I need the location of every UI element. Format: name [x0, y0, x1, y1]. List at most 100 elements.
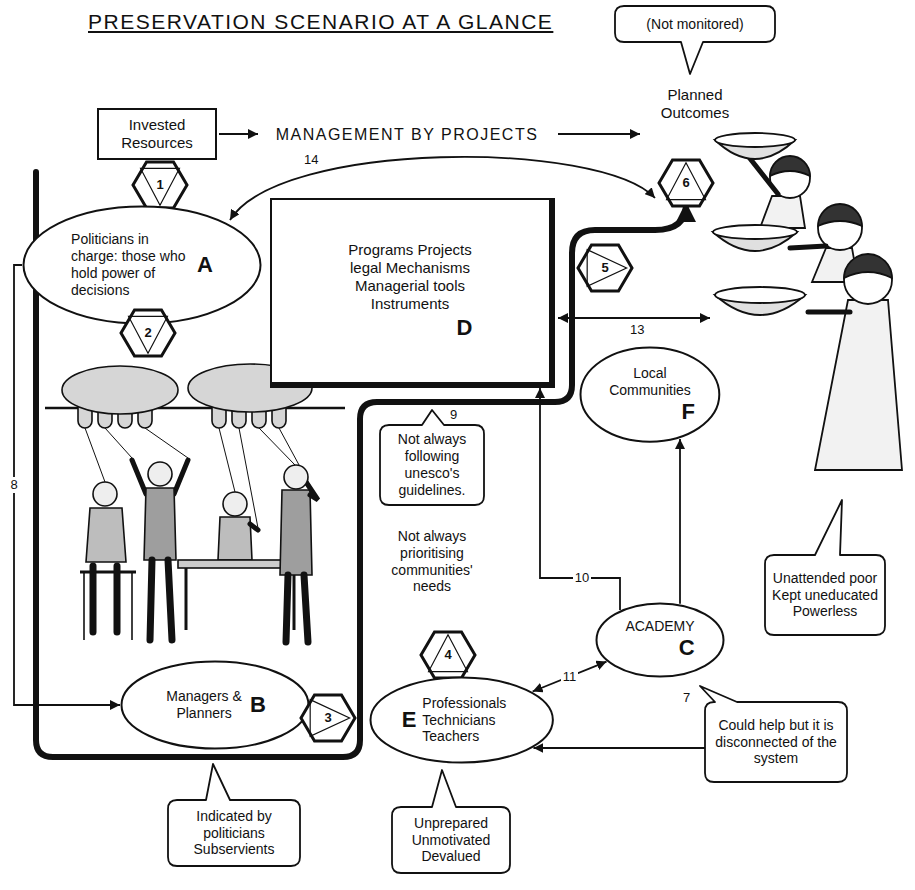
process-path [36, 172, 686, 757]
node-content: (Not monitored) [625, 16, 765, 33]
flow-label: MANAGEMENT BY PROJECTS [262, 125, 552, 144]
node-content: Not always following unesco's guidelines… [386, 431, 478, 498]
node-text: Professionals Technicians Teachers [422, 695, 522, 745]
step-number: 6 [682, 175, 689, 191]
node-text: Local Communities [605, 365, 695, 399]
speech-callout: Unprepared Unmotivated Devalued [392, 807, 510, 873]
actor-ellipse: Politicians in charge: those who hold po… [22, 205, 262, 325]
callout-number: 13 [628, 322, 646, 338]
node-text: Programs Projects legal Mechanisms Manag… [348, 241, 473, 313]
node-content: Unattended poor Kept uneducated Powerles… [771, 570, 879, 620]
step-number: 3 [324, 710, 331, 726]
node-text: Invested Resources [105, 116, 209, 152]
actor-ellipse: ACADEMYC [595, 602, 725, 678]
step-hexagon: 6 [659, 160, 713, 206]
callout-shape [380, 410, 484, 505]
puppets [80, 460, 318, 642]
step-hexagon: 2 [121, 310, 175, 356]
node-content: ACADEMYC [625, 618, 694, 661]
node-letter: E [402, 707, 417, 733]
step-hexagon: 5 [578, 245, 632, 291]
double-arrow [558, 317, 710, 319]
node-content: 3 [324, 710, 331, 726]
callout-shape [168, 764, 300, 866]
actor-ellipse: Professionals Technicians TeachersE [369, 676, 554, 764]
triangle-mark [129, 316, 168, 353]
hexagon-shape [301, 695, 355, 741]
node-content: Professionals Technicians TeachersE [402, 695, 523, 745]
connector [533, 747, 705, 749]
triangle-mark [141, 168, 180, 205]
step-number: 1 [156, 177, 163, 193]
ellipse-outline [595, 602, 725, 678]
step-number: 2 [144, 325, 151, 341]
hexagon-shape [121, 310, 175, 356]
speech-callout: Indicated by politicians Subservients [168, 800, 300, 866]
node-content: Managers & PlannersB [164, 688, 266, 722]
node-content: Politicians in charge: those who hold po… [71, 231, 213, 298]
callout-number: 7 [683, 690, 690, 706]
node-content: 2 [144, 325, 151, 341]
speech-callout: Could help but it is disconnected of the… [705, 702, 847, 782]
step-hexagon: 3 [301, 695, 355, 741]
step-number: 4 [444, 647, 451, 663]
speech-callout: Unattended poor Kept uneducated Powerles… [765, 555, 885, 635]
ellipse-shape [597, 604, 724, 677]
node-letter: B [250, 692, 266, 718]
node-text: Not always following unesco's guidelines… [386, 431, 478, 498]
node-text: ACADEMY [625, 618, 694, 635]
step-hexagon: 4 [421, 632, 475, 678]
callout-number: 14 [302, 152, 320, 168]
node-text: Could help but it is disconnected of the… [712, 717, 840, 767]
connector-label: 10 [573, 570, 591, 586]
node-letter: D [457, 315, 473, 341]
connector [679, 439, 681, 604]
step-hexagon: 1 [133, 162, 187, 208]
puppet-scene [45, 364, 345, 642]
triangle-mark [667, 163, 706, 200]
node-letter: A [197, 252, 213, 278]
step-number: 5 [601, 260, 608, 276]
connector [533, 662, 607, 692]
node-text: Unattended poor Kept uneducated Powerles… [771, 570, 879, 620]
node-letter: F [682, 399, 695, 425]
hexagon-shape [133, 162, 187, 208]
triangle-mark [587, 250, 626, 287]
node-text: (Not monitored) [625, 16, 765, 33]
node-text: Unprepared Unmotivated Devalued [399, 815, 503, 865]
ellipse-shape [581, 348, 720, 442]
node-content: Indicated by politicians Subservients [175, 808, 293, 858]
ellipse-shape [371, 678, 553, 763]
actor-ellipse: Managers & PlannersB [120, 660, 310, 750]
flow-arrow [558, 133, 640, 135]
resource-box: Invested Resources [97, 108, 217, 160]
triangle-mark [429, 635, 468, 672]
connector-label: 8 [8, 477, 19, 493]
community-figures [713, 133, 902, 470]
hexagon-shape [578, 245, 632, 291]
connector-label: 11 [561, 669, 579, 685]
connector [14, 265, 120, 705]
node-content: Invested Resources [105, 116, 209, 152]
callout-shape [765, 500, 885, 635]
node-content: 5 [601, 260, 608, 276]
ellipse-shape [122, 662, 309, 749]
node-content: Local CommunitiesF [605, 365, 695, 425]
node-letter: C [679, 635, 695, 661]
callout-number: 9 [450, 407, 457, 423]
triangle-mark [310, 700, 349, 737]
flow-arrow [219, 133, 258, 135]
diagram-title: PRESERVATION SCENARIO AT A GLANCE [88, 10, 553, 34]
node-content: Unprepared Unmotivated Devalued [399, 815, 503, 865]
callout-shape [615, 6, 775, 74]
callout-shape [700, 686, 847, 782]
node-content: 1 [156, 177, 163, 193]
node-content: Programs Projects legal Mechanisms Manag… [348, 241, 473, 341]
note-text: Not always prioritising communities' nee… [382, 528, 482, 595]
node-text: Indicated by politicians Subservients [175, 808, 293, 858]
hexagon-shape [421, 632, 475, 678]
instrument-box: Programs Projects legal Mechanisms Manag… [270, 198, 555, 388]
node-text: Managers & Planners [164, 688, 244, 722]
node-content: 6 [682, 175, 689, 191]
